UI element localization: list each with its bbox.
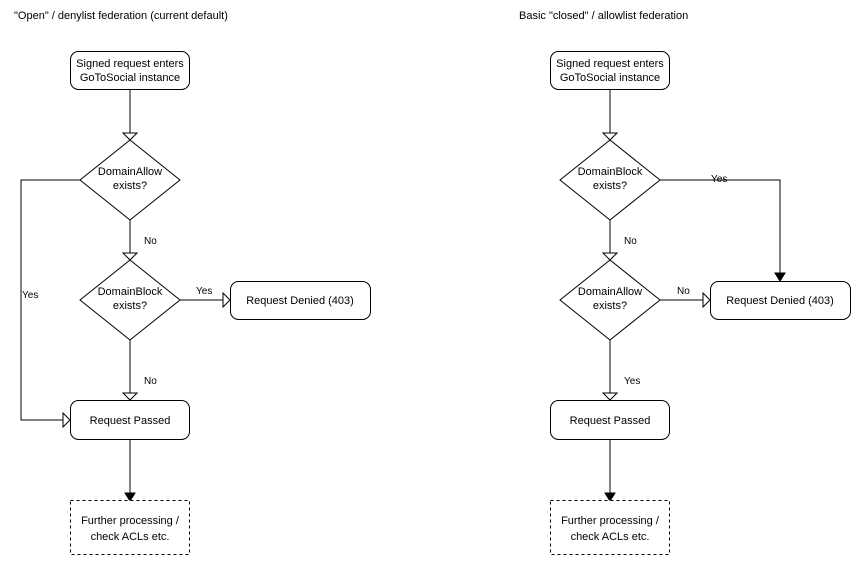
left-domainallow-label-line2: exists? <box>113 180 147 192</box>
arrowhead-open-icon <box>702 291 711 309</box>
right-edge-start-to-block <box>601 89 619 141</box>
left-further-label-line2: check ACLs etc. <box>91 531 170 543</box>
right-edge-label-allow-no: No <box>677 286 690 297</box>
left-panel: "Open" / denylist federation (current de… <box>14 10 371 555</box>
left-further-node: Further processing / check ACLs etc. <box>70 500 190 555</box>
right-domainallow-label-line2: exists? <box>593 300 627 312</box>
left-edge-start-to-allow <box>121 89 139 141</box>
left-edge-passed-to-further <box>124 439 136 502</box>
right-edge-block-yes: Yes <box>660 174 786 282</box>
left-denied-label: Request Denied (403) <box>246 295 354 307</box>
right-domainallow-label-line1: DomainAllow <box>578 286 642 298</box>
right-domainblock-label-line1: DomainBlock <box>578 166 643 178</box>
left-edge-block-no: No <box>121 340 157 401</box>
right-edge-passed-to-further <box>604 439 616 502</box>
arrowhead-solid-icon <box>774 272 786 282</box>
left-denied-node: Request Denied (403) <box>230 281 371 320</box>
left-domainblock-label-line2: exists? <box>113 300 147 312</box>
left-denied-shape <box>230 281 371 320</box>
arrowhead-open-icon <box>121 252 139 261</box>
left-edge-block-yes: Yes <box>180 286 231 309</box>
right-edge-block-no: No <box>601 220 637 261</box>
left-start-node: Signed request enters GoToSocial instanc… <box>70 51 190 90</box>
right-denied-node: Request Denied (403) <box>710 281 851 320</box>
left-edge-label-block-no: No <box>144 376 157 387</box>
right-domainblock-label-line2: exists? <box>593 180 627 192</box>
right-start-label-line1: Signed request enters <box>556 58 664 70</box>
left-start-label-line2: GoToSocial instance <box>80 72 180 84</box>
left-panel-title: "Open" / denylist federation (current de… <box>14 10 228 22</box>
left-domainallow-label-line1: DomainAllow <box>98 166 162 178</box>
right-edge-label-allow-yes: Yes <box>624 376 640 387</box>
right-panel-title: Basic "closed" / allowlist federation <box>519 10 688 22</box>
right-edge-allow-no: No <box>660 286 711 309</box>
right-decision-domainblock: DomainBlock exists? <box>559 139 661 221</box>
right-start-label-line2: GoToSocial instance <box>560 72 660 84</box>
right-further-label-line1: Further processing / <box>561 515 660 527</box>
left-decision-domainallow: DomainAllow exists? <box>79 139 181 221</box>
right-further-shape <box>550 500 670 555</box>
right-start-node: Signed request enters GoToSocial instanc… <box>550 51 670 90</box>
right-passed-node: Request Passed <box>550 400 670 440</box>
left-start-label-line1: Signed request enters <box>76 58 184 70</box>
arrowhead-open-icon <box>121 392 139 401</box>
right-decision-domainallow: DomainAllow exists? <box>559 259 661 341</box>
left-passed-label: Request Passed <box>90 415 171 427</box>
left-further-shape <box>70 500 190 555</box>
left-further-label-line1: Further processing / <box>81 515 180 527</box>
right-edge-label-block-no: No <box>624 236 637 247</box>
arrowhead-open-icon <box>121 132 139 141</box>
right-edge-allow-yes: Yes <box>601 340 640 401</box>
arrowhead-solid-icon <box>124 492 136 502</box>
left-edge-allow-yes: Yes <box>20 179 80 429</box>
arrowhead-open-icon <box>601 392 619 401</box>
right-further-node: Further processing / check ACLs etc. <box>550 500 670 555</box>
arrowhead-open-icon <box>601 252 619 261</box>
left-edge-label-allow-yes: Yes <box>22 290 38 301</box>
right-edge-label-block-yes: Yes <box>711 174 727 185</box>
left-edge-label-block-yes: Yes <box>196 286 212 297</box>
left-decision-domainblock: DomainBlock exists? <box>79 259 181 341</box>
right-panel: Basic "closed" / allowlist federation Si… <box>519 10 851 555</box>
right-denied-label: Request Denied (403) <box>726 295 834 307</box>
arrowhead-open-icon <box>222 291 231 309</box>
arrowhead-open-icon <box>601 132 619 141</box>
left-domainblock-label-line1: DomainBlock <box>98 286 163 298</box>
left-edge-label-allow-no: No <box>144 236 157 247</box>
left-passed-node: Request Passed <box>70 400 190 440</box>
left-edge-allow-no: No <box>121 220 157 261</box>
arrowhead-open-icon <box>62 411 71 429</box>
right-passed-label: Request Passed <box>570 415 651 427</box>
arrowhead-solid-icon <box>604 492 616 502</box>
right-further-label-line2: check ACLs etc. <box>571 531 650 543</box>
